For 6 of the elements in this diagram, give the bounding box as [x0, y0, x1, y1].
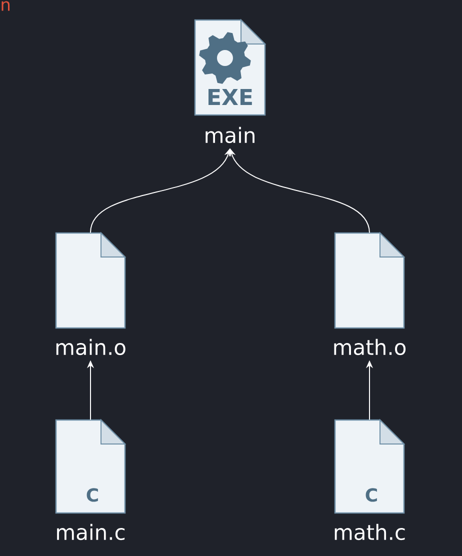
partial-text: n	[2, 1, 10, 11]
file-name: math.c	[334, 524, 405, 540]
file-name: main.o	[56, 338, 126, 356]
file-name: main	[206, 126, 254, 144]
file-name: math.o	[334, 338, 406, 356]
file-name: main.c	[57, 524, 125, 540]
